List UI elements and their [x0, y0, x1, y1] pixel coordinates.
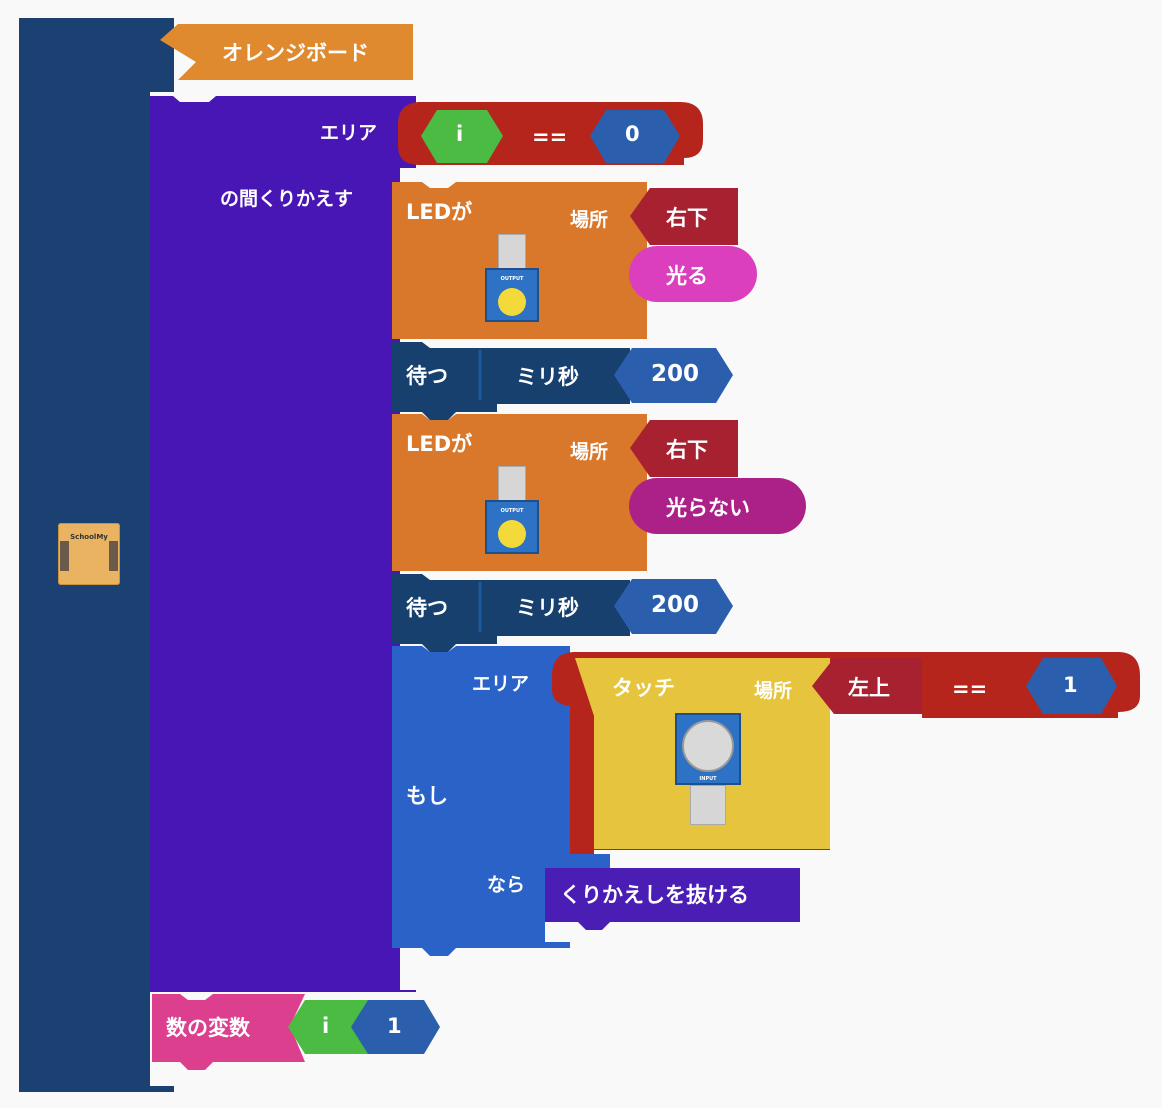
touch-location-block[interactable]	[812, 658, 922, 714]
board-name-label: オレンジボード	[222, 41, 369, 65]
board-icon-left-pins	[60, 541, 69, 571]
loop-value-label: 0	[625, 122, 640, 146]
loop-number-block[interactable]	[590, 110, 680, 163]
loop-area-label: エリア	[320, 122, 378, 144]
touch-location-value: 左上	[848, 676, 890, 700]
wait-number-block-2[interactable]	[614, 579, 733, 634]
led-state-label-2: 光らない	[666, 496, 750, 520]
if-area-label: エリア	[472, 673, 530, 695]
set-variable-value-label: 1	[387, 1014, 402, 1038]
led-title-1: LEDが	[406, 200, 473, 224]
if-value-label: 1	[1063, 673, 1078, 697]
if-operator-label: ==	[952, 677, 988, 701]
set-variable-number-block[interactable]	[351, 1000, 440, 1054]
loop-variable-block[interactable]	[421, 110, 503, 163]
led-module-icon-1: OUTPUT	[485, 234, 539, 324]
led-location-block-1[interactable]	[630, 188, 738, 245]
led-location-value-1: 右下	[666, 206, 708, 230]
if-number-block[interactable]	[1026, 658, 1117, 714]
loop-variable-label: i	[456, 122, 464, 146]
set-variable-name-block[interactable]	[288, 1000, 368, 1054]
led-location-label-1: 場所	[570, 209, 609, 231]
led-state-label-1: 光る	[666, 264, 708, 288]
led-location-block-2[interactable]	[630, 420, 738, 477]
set-variable-name-label: i	[322, 1014, 330, 1038]
repeat-while-block[interactable]	[150, 96, 416, 992]
wait-unit-block-2	[480, 580, 630, 636]
board-icon-right-pins	[109, 541, 118, 571]
led-module-icon-2: OUTPUT	[485, 466, 539, 556]
wait-number-block-1[interactable]	[614, 348, 733, 403]
board-name-block[interactable]	[160, 24, 413, 80]
if-block[interactable]	[392, 646, 610, 956]
wait-label-2: 待つ	[406, 596, 448, 620]
wait-value-label-2: 200	[651, 592, 700, 618]
led-title-2: LEDが	[406, 432, 473, 456]
led-location-value-2: 右下	[666, 438, 708, 462]
wait-label-1: 待つ	[406, 364, 448, 388]
loop-repeat-label: の間くりかえす	[220, 188, 354, 210]
led-state-block-2[interactable]	[629, 478, 806, 534]
touch-title: タッチ	[612, 676, 675, 700]
wait-block-1[interactable]	[392, 342, 497, 420]
schoolmy-board-icon[interactable]: SchoolMy	[58, 523, 120, 585]
break-loop-label: くりかえしを抜ける	[560, 883, 749, 907]
if-label: もし	[406, 784, 448, 808]
set-variable-block[interactable]	[152, 994, 305, 1070]
touch-location-label: 場所	[754, 680, 793, 702]
if-then-label: なら	[487, 874, 526, 896]
board-icon-text: SchoolMy	[70, 533, 108, 541]
wait-unit-label-2: ミリ秒	[516, 596, 579, 620]
loop-operator-label: ==	[532, 125, 568, 149]
break-loop-block[interactable]	[545, 868, 800, 930]
wait-unit-block-1	[480, 348, 630, 404]
led-state-block-1[interactable]	[629, 246, 757, 302]
touch-module-icon: INPUT	[675, 713, 741, 826]
wait-block-2[interactable]	[392, 574, 497, 652]
led-location-label-2: 場所	[570, 441, 609, 463]
set-variable-label: 数の変数	[166, 1016, 250, 1040]
wait-value-label-1: 200	[651, 361, 700, 387]
wait-unit-label-1: ミリ秒	[516, 365, 579, 389]
